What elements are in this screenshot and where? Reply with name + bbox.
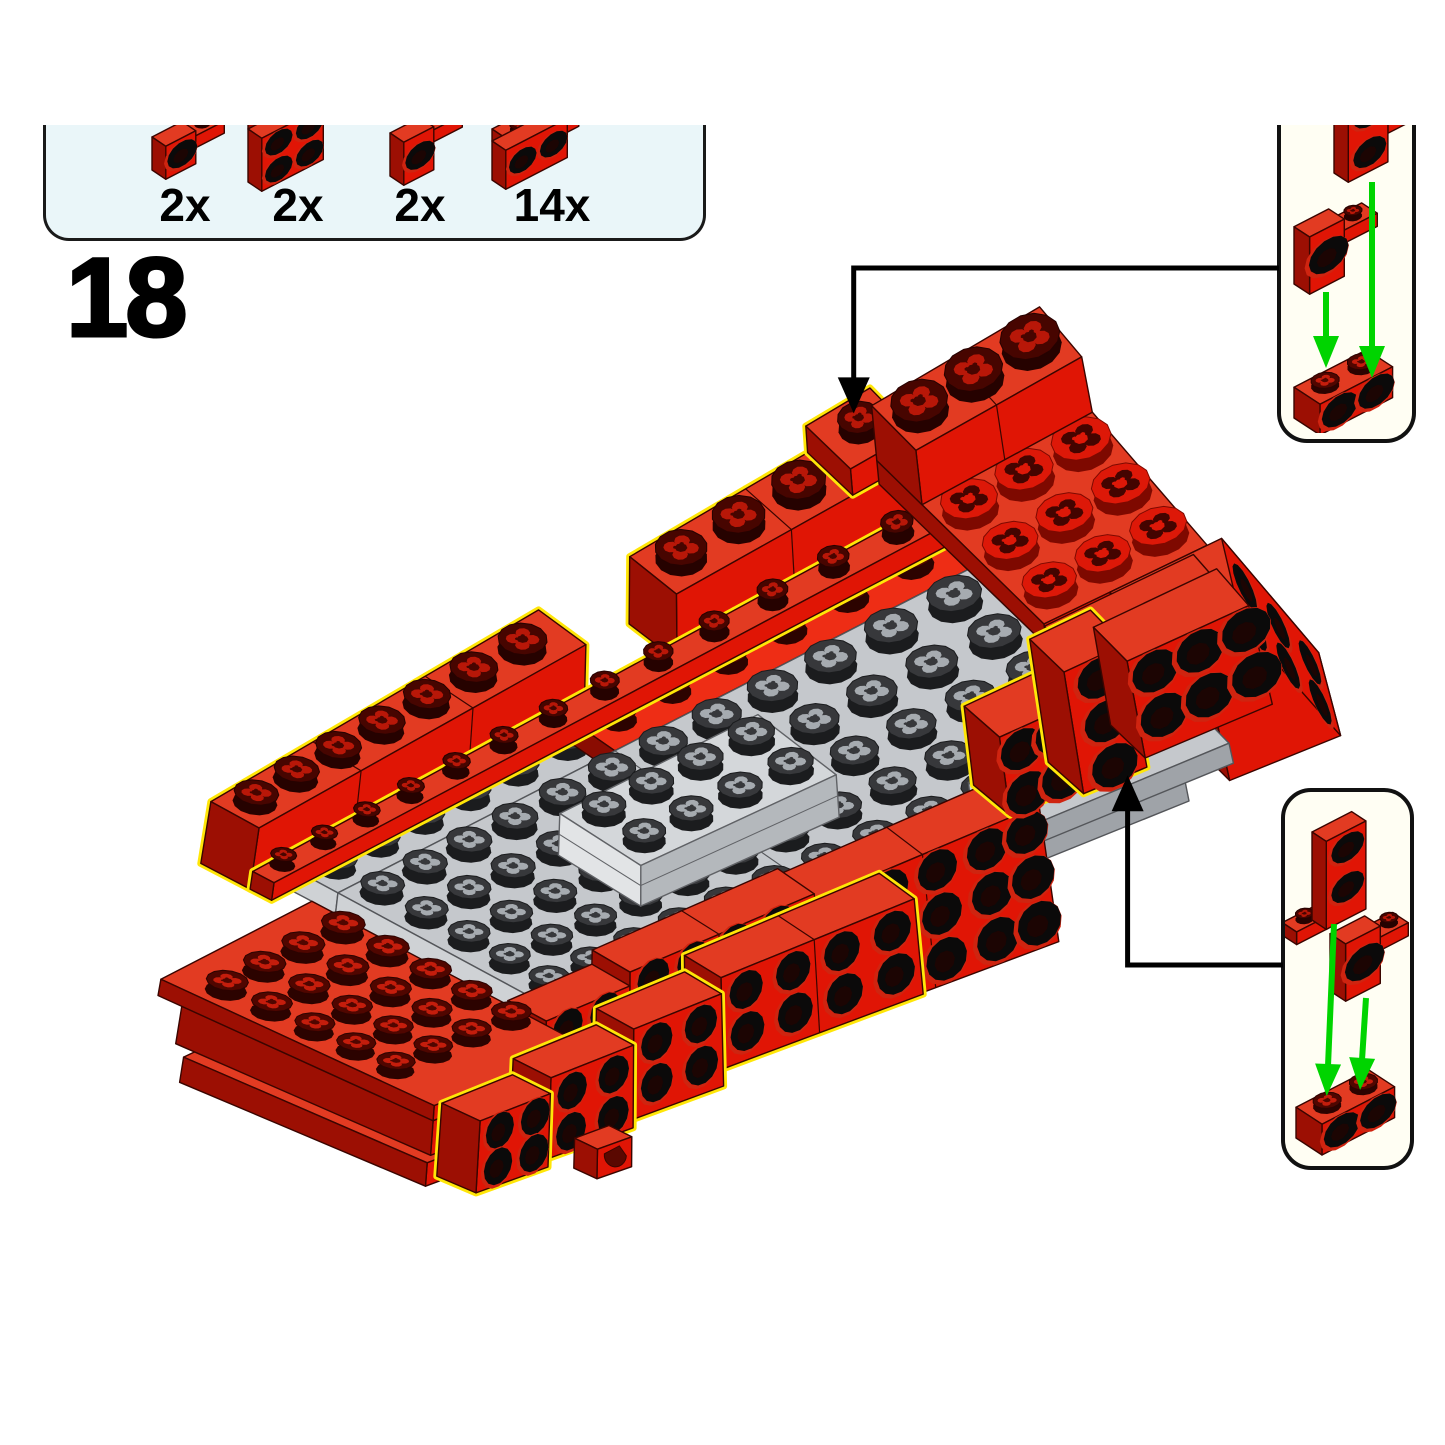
part-quantity: 2x [272, 179, 324, 231]
callout-arrow [1111, 775, 1283, 968]
lego-model [157, 306, 1342, 1197]
green-placement-arrow [1315, 923, 1342, 1096]
part-quantity: 14x [513, 179, 591, 231]
step-number: 18 [65, 235, 190, 360]
part-quantity: 2x [394, 179, 446, 231]
part-quantity: 2x [159, 179, 211, 231]
parts-piece-art [151, 125, 580, 192]
green-placement-arrow [1313, 292, 1339, 368]
callout-arrow [837, 265, 1279, 414]
callout-piece-art [1285, 810, 1409, 1156]
callout-piece-art [1293, 125, 1406, 433]
green-placement-arrow [1349, 997, 1376, 1090]
green-placement-arrow [1359, 182, 1385, 378]
